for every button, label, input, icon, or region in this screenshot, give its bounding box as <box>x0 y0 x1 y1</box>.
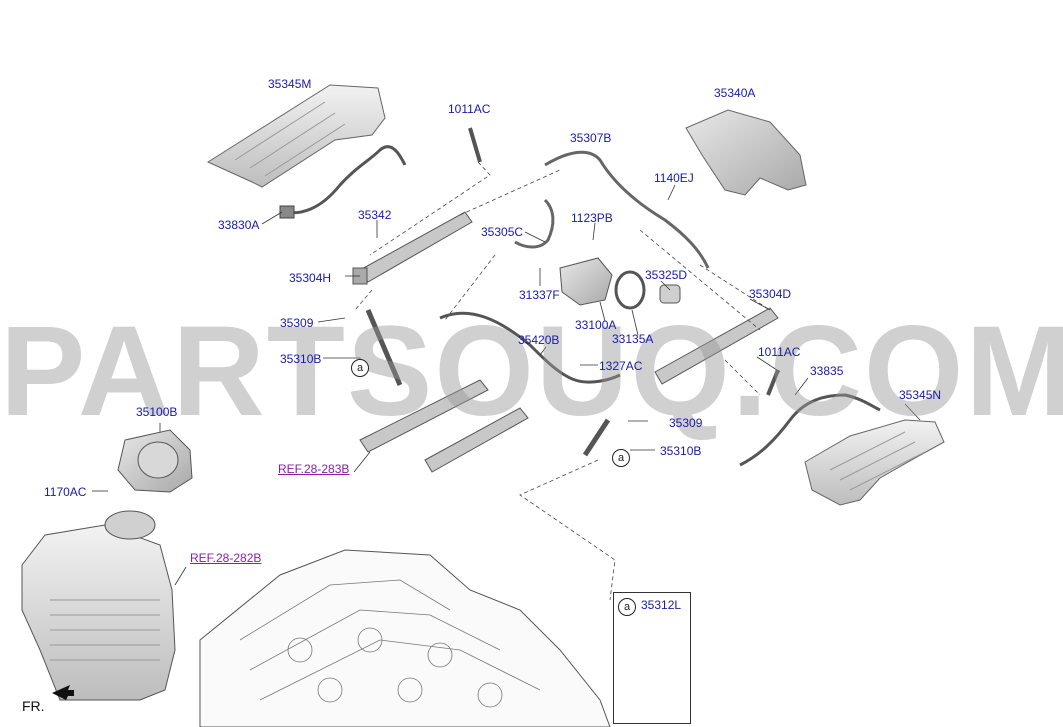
bolt-upper[interactable] <box>468 127 482 163</box>
harness-35420b[interactable] <box>439 311 621 384</box>
part-label-35342[interactable]: 35342 <box>358 208 392 222</box>
intercooler-fins <box>50 599 160 661</box>
fuel-line-35305c[interactable] <box>514 198 555 249</box>
ref-link-28-282b[interactable]: REF.28-282B <box>190 551 262 565</box>
part-label-35307b[interactable]: 35307B <box>570 131 612 145</box>
legend-label-35312l[interactable]: 35312L <box>641 598 682 612</box>
gasket-part[interactable] <box>614 270 646 310</box>
part-label-33830a[interactable]: 33830A <box>218 218 260 232</box>
part-label-31337f[interactable]: 31337F <box>519 288 560 302</box>
label-lines <box>92 184 921 586</box>
part-label-33135a[interactable]: 33135A <box>612 332 654 346</box>
throttle-bore <box>137 441 179 479</box>
ref-link-28-283b[interactable]: REF.28-283B <box>278 462 350 476</box>
intercooler-assembly[interactable] <box>21 524 176 701</box>
connector-block <box>279 205 295 219</box>
front-arrow-icon <box>52 685 74 700</box>
engine-cover-lower-ribs <box>829 431 926 491</box>
part-label-1140ej[interactable]: 1140EJ <box>654 171 694 185</box>
engine-block-detail <box>239 579 541 708</box>
fuel-line-35307b[interactable] <box>544 150 710 269</box>
engine-cover-right-part[interactable] <box>685 109 807 196</box>
part-label-1327ac[interactable]: 1327AC <box>599 359 643 373</box>
injector-left[interactable] <box>365 309 403 386</box>
intake-tube <box>104 510 156 540</box>
part-label-35309-left[interactable]: 35309 <box>280 316 314 330</box>
fuel-rail-lower-2[interactable] <box>424 407 529 473</box>
harness-33835[interactable] <box>739 393 881 467</box>
callout-marker-right: a <box>612 449 630 467</box>
leader-lines <box>354 161 771 601</box>
bushing-part[interactable] <box>659 284 681 304</box>
injector-right[interactable] <box>582 418 611 457</box>
fuel-rail-right[interactable] <box>654 307 779 385</box>
part-label-35420b[interactable]: 35420B <box>518 333 560 347</box>
legend-callout-marker: a <box>618 598 636 616</box>
fuel-pump-body[interactable] <box>559 257 613 306</box>
part-label-35345m[interactable]: 35345M <box>268 77 312 91</box>
part-label-35345n[interactable]: 35345N <box>899 388 942 402</box>
engine-block <box>199 549 611 727</box>
part-label-1011ac-upper[interactable]: 1011AC <box>448 102 491 116</box>
part-label-33100a[interactable]: 33100A <box>575 318 617 332</box>
engine-cover-left-part[interactable] <box>206 84 386 188</box>
part-label-33835[interactable]: 33835 <box>810 364 844 378</box>
callout-marker-left: a <box>351 359 369 377</box>
part-label-1170ac[interactable]: 1170AC <box>44 485 87 499</box>
part-label-1123pb[interactable]: 1123PB <box>571 211 613 225</box>
watermark: PARTSOUQ.COM <box>0 300 1063 443</box>
part-label-35309-right[interactable]: 35309 <box>669 416 703 430</box>
part-label-35305c[interactable]: 35305C <box>481 225 524 239</box>
part-label-35304h[interactable]: 35304H <box>289 271 332 285</box>
fuel-rail-lower[interactable] <box>359 379 489 453</box>
front-direction-label: FR. <box>22 698 45 714</box>
part-label-35304d[interactable]: 35304D <box>749 287 792 301</box>
part-label-35340a[interactable]: 35340A <box>714 86 756 100</box>
part-label-35325d[interactable]: 35325D <box>645 268 688 282</box>
part-label-35310b-left[interactable]: 35310B <box>280 352 322 366</box>
legend-box: a 35312L <box>613 592 691 724</box>
part-label-35100b[interactable]: 35100B <box>136 405 178 419</box>
part-label-35310b-right[interactable]: 35310B <box>660 444 702 458</box>
engine-cover-left-ribs <box>234 101 346 177</box>
part-label-1011ac-right[interactable]: 1011AC <box>758 345 801 359</box>
bolt-right[interactable] <box>766 369 780 396</box>
harness-33830a[interactable] <box>284 145 407 215</box>
